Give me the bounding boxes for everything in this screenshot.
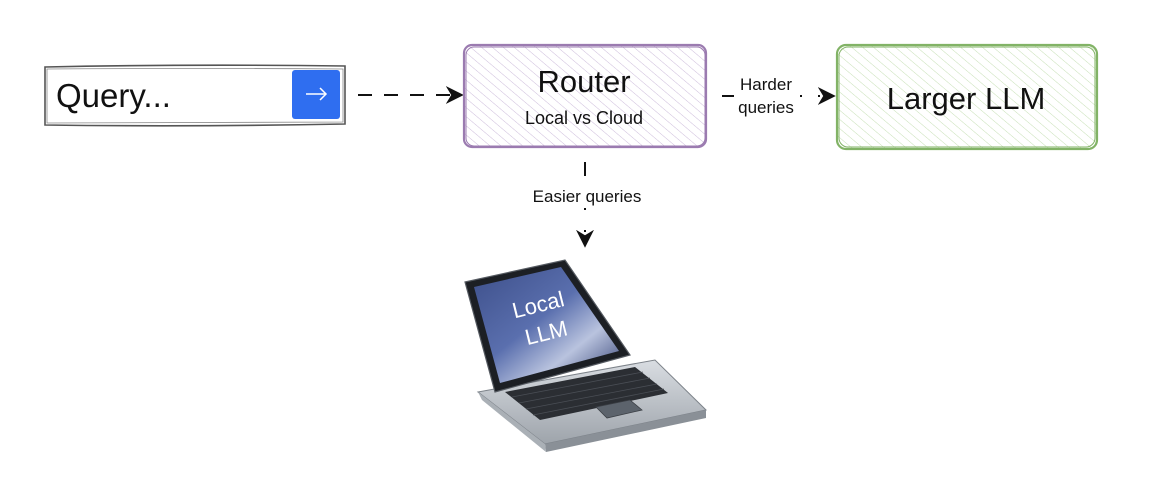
router-subtitle: Local vs Cloud xyxy=(525,108,643,128)
router-title: Router xyxy=(537,64,630,99)
query-input[interactable]: Query... xyxy=(44,64,346,127)
larger-llm-node[interactable]: Larger LLM xyxy=(835,43,1099,151)
harder-label-line2: queries xyxy=(738,98,794,117)
harder-label-line1: Harder xyxy=(740,75,792,94)
laptop-icon: Local LLM xyxy=(464,259,708,452)
query-placeholder: Query... xyxy=(56,77,171,114)
easier-label: Easier queries xyxy=(533,187,642,206)
arrow-right-icon xyxy=(306,87,328,101)
router-node[interactable]: Router Local vs Cloud xyxy=(462,43,708,149)
easier-queries-edge: Easier queries xyxy=(533,162,642,248)
submit-button[interactable] xyxy=(292,70,340,119)
harder-queries-edge: Harder queries xyxy=(722,75,836,117)
larger-llm-title: Larger LLM xyxy=(887,81,1046,116)
